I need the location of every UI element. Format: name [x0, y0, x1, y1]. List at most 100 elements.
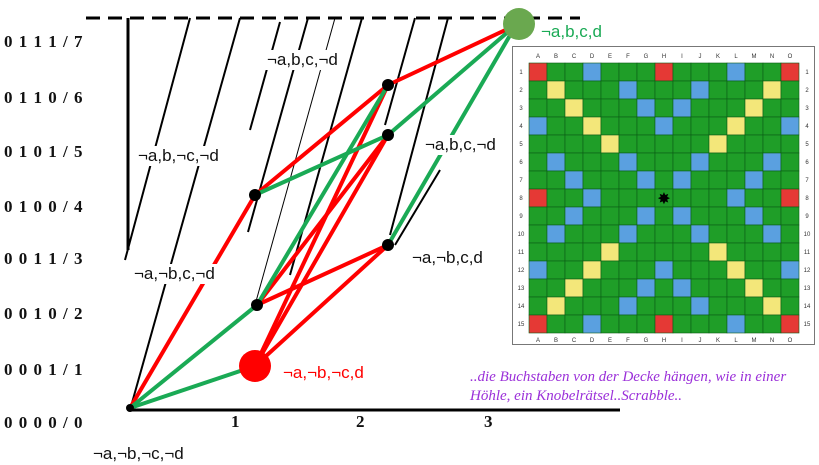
board-row-label: 1 — [519, 70, 523, 76]
board-cell — [636, 170, 656, 190]
board-cell — [546, 152, 566, 172]
board-cell — [762, 242, 782, 262]
board-cell — [618, 98, 638, 118]
board-cell — [744, 314, 764, 334]
board-cell — [636, 80, 656, 100]
board-cell — [564, 98, 584, 118]
node-bottom-red — [239, 350, 271, 382]
board-cell — [708, 206, 728, 226]
board-cell — [744, 116, 764, 136]
board-cell — [582, 242, 602, 262]
board-col-label: M — [752, 338, 757, 344]
board-cell — [600, 188, 620, 208]
board-row-label: 13 — [518, 286, 525, 292]
y-label-1: 0 0 0 1 / 1 — [4, 360, 84, 379]
board-cell — [762, 80, 782, 100]
board-cell — [654, 242, 674, 262]
board-cell — [582, 170, 602, 190]
board-cell — [672, 188, 692, 208]
board-cell — [636, 62, 656, 82]
board-cell — [690, 62, 710, 82]
board-row-label: 3 — [805, 106, 809, 112]
board-cell — [528, 80, 548, 100]
board-cell — [708, 260, 728, 280]
board-cell — [744, 278, 764, 298]
board-cell — [690, 314, 710, 334]
board-cell — [726, 224, 746, 244]
board-cell — [618, 314, 638, 334]
board-cell — [726, 314, 746, 334]
board-cell — [528, 296, 548, 316]
board-cell — [690, 278, 710, 298]
board-cell — [546, 260, 566, 280]
board-cell — [672, 224, 692, 244]
board-cell — [780, 152, 800, 172]
board-cell — [618, 116, 638, 136]
board-cell — [762, 260, 782, 280]
board-cell — [546, 224, 566, 244]
node-origin — [126, 404, 134, 412]
board-cell — [546, 314, 566, 334]
board-cell — [690, 224, 710, 244]
y-label-3: 0 0 1 1 / 3 — [4, 249, 84, 268]
board-cell — [528, 260, 548, 280]
board-cell — [600, 152, 620, 172]
center-star-icon: ✸ — [657, 189, 670, 208]
board-cell — [762, 62, 782, 82]
board-cell — [600, 62, 620, 82]
board-cell — [546, 296, 566, 316]
board-cell — [528, 242, 548, 262]
board-row-label: 6 — [519, 160, 523, 166]
board-col-label: J — [699, 54, 702, 60]
board-cell — [780, 314, 800, 334]
board-cell — [546, 188, 566, 208]
board-cell — [636, 242, 656, 262]
board-cell — [672, 278, 692, 298]
board-col-label: E — [608, 338, 612, 344]
board-row-label: 11 — [518, 250, 525, 256]
board-cell — [528, 116, 548, 136]
board-cell — [528, 314, 548, 334]
board-cell — [762, 134, 782, 154]
board-cell — [708, 188, 728, 208]
board-cell — [564, 278, 584, 298]
label-n5: ¬a,¬b,c,d — [412, 248, 483, 267]
board-cell — [654, 62, 674, 82]
board-cell — [546, 206, 566, 226]
board-cell — [780, 206, 800, 226]
board-cell — [690, 242, 710, 262]
board-cell — [600, 278, 620, 298]
board-col-label: C — [572, 338, 577, 344]
board-cell — [564, 206, 584, 226]
board-row-label: 14 — [804, 304, 811, 310]
board-cell — [726, 116, 746, 136]
board-cell — [708, 296, 728, 316]
board-cell — [582, 134, 602, 154]
board-cell — [582, 224, 602, 244]
board-cell — [600, 116, 620, 136]
board-cell — [726, 98, 746, 118]
y-label-5: 0 1 0 1 / 5 — [4, 142, 84, 161]
board-cell — [780, 98, 800, 118]
board-cell — [690, 296, 710, 316]
board-cell — [762, 98, 782, 118]
board-cell — [672, 206, 692, 226]
board-cell — [744, 206, 764, 226]
node-n1 — [382, 79, 394, 91]
hanging-lines — [124, 17, 449, 411]
board-cell — [600, 296, 620, 316]
board-cell — [528, 152, 548, 172]
board-cell — [726, 188, 746, 208]
board-cell — [726, 206, 746, 226]
board-cell — [762, 224, 782, 244]
board-cell — [780, 260, 800, 280]
board-cell — [762, 116, 782, 136]
board-cell — [564, 296, 584, 316]
board-row-label: 11 — [804, 250, 811, 256]
board-cell — [618, 278, 638, 298]
board-cell — [618, 296, 638, 316]
board-cell — [636, 116, 656, 136]
board-cell — [654, 260, 674, 280]
board-cell — [546, 116, 566, 136]
